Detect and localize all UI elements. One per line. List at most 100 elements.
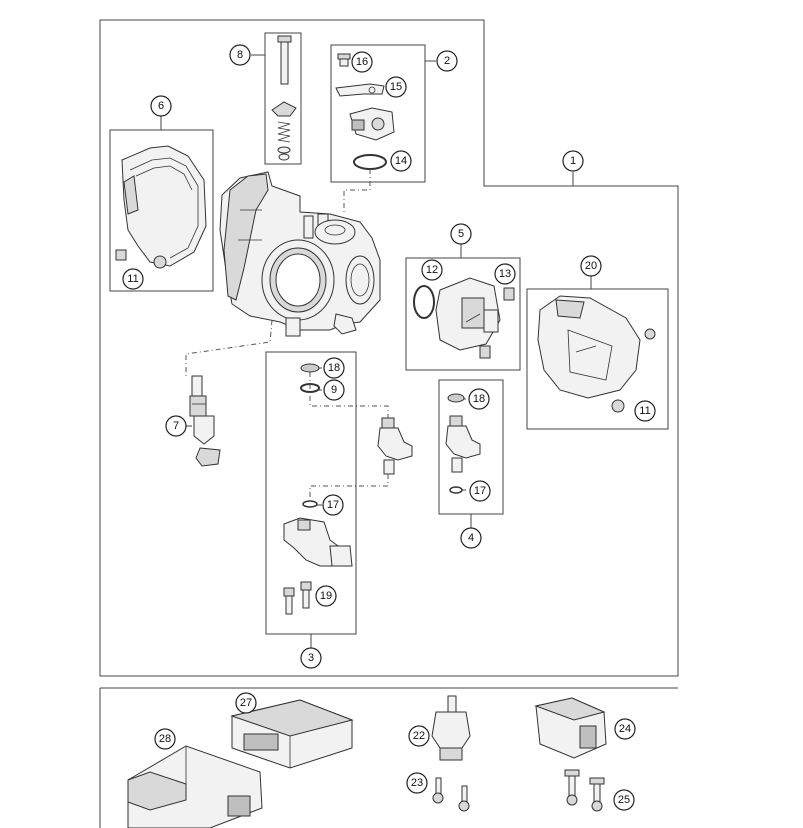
- ecu-27: [230, 699, 354, 769]
- control-unit-28: [127, 745, 263, 828]
- callout-circle: [421, 259, 443, 281]
- fuel-injector: [377, 417, 413, 475]
- callout-label: 22: [413, 730, 425, 742]
- callout-label: 11: [127, 273, 138, 285]
- callout-circle: [229, 44, 251, 66]
- callout-circle: [315, 585, 337, 607]
- callout-label: 11: [639, 405, 650, 417]
- callout-circle: [122, 268, 144, 290]
- callout-7: 7: [165, 415, 187, 437]
- callout-label: 5: [458, 228, 464, 240]
- callout-circle: [385, 76, 407, 98]
- callout-circle: [468, 388, 490, 410]
- callout-4: 4: [460, 527, 482, 549]
- assembly-frame: [99, 19, 679, 677]
- callout-23: 23: [406, 772, 428, 794]
- sensor-24: [534, 697, 607, 759]
- callout-8: 8: [229, 44, 251, 66]
- callout-label: 6: [158, 100, 164, 112]
- callout-circle: [494, 263, 516, 285]
- callout-circle: [634, 400, 656, 422]
- group-box-8: [264, 32, 302, 165]
- callout-circle: [165, 415, 187, 437]
- callout-label: 28: [159, 733, 171, 745]
- screws-25: [564, 769, 605, 812]
- callout-circle: [406, 772, 428, 794]
- callout-circle: [323, 379, 345, 401]
- group-box-5: [405, 257, 521, 371]
- callout-circle: [154, 728, 176, 750]
- callout-label: 25: [618, 794, 630, 806]
- injector-4: [445, 393, 481, 494]
- callout-19: 19: [315, 585, 337, 607]
- callout-circle: [300, 647, 322, 669]
- callout-circle: [436, 50, 458, 72]
- callout-11a: 11: [122, 268, 144, 290]
- callout-label: 7: [173, 420, 179, 432]
- callout-label: 17: [327, 499, 339, 511]
- callout-label: 3: [308, 652, 314, 664]
- callout-label: 9: [331, 384, 337, 396]
- group-box-2: [330, 44, 426, 183]
- sensor-assembly-20: [537, 295, 656, 413]
- callout-11b: 11: [634, 400, 656, 422]
- callout-circle: [322, 494, 344, 516]
- callout-27: 27: [235, 692, 257, 714]
- callout-14: 14: [390, 150, 412, 172]
- callout-22: 22: [408, 725, 430, 747]
- callout-label: 2: [444, 55, 450, 67]
- callout-label: 19: [320, 590, 332, 602]
- callout-17a: 17: [322, 494, 344, 516]
- callout-circle: [614, 718, 636, 740]
- callout-28: 28: [154, 728, 176, 750]
- injector-holder-3: [283, 363, 353, 615]
- callout-label: 17: [474, 485, 486, 497]
- callout-2: 2: [436, 50, 458, 72]
- callout-circle: [562, 150, 584, 172]
- callout-circle: [323, 357, 345, 379]
- callout-label: 14: [395, 155, 407, 167]
- callout-25: 25: [613, 789, 635, 811]
- callout-15: 15: [385, 76, 407, 98]
- callout-3: 3: [300, 647, 322, 669]
- callout-label: 12: [426, 264, 438, 276]
- throttle-position-sensor-parts: [335, 53, 395, 170]
- sensor-7: [189, 375, 221, 467]
- callout-circle: [450, 223, 472, 245]
- callout-circle: [390, 150, 412, 172]
- throttle-body: [219, 171, 381, 337]
- callout-label: 24: [619, 723, 631, 735]
- tps-sensor: [413, 277, 515, 359]
- callout-circle: [469, 480, 491, 502]
- callout-9: 9: [323, 379, 345, 401]
- callout-label: 16: [356, 56, 368, 68]
- leader-lines: [160, 54, 592, 648]
- throttle-cover: [115, 145, 207, 269]
- callout-1: 1: [562, 150, 584, 172]
- callout-label: 18: [328, 362, 340, 374]
- callout-label: 27: [240, 697, 252, 709]
- callout-17b: 17: [469, 480, 491, 502]
- callout-circle: [580, 255, 602, 277]
- callout-6: 6: [150, 95, 172, 117]
- callout-label: 8: [237, 49, 243, 61]
- callout-circle: [460, 527, 482, 549]
- callout-circle: [408, 725, 430, 747]
- sensor-22: [431, 695, 471, 761]
- callout-20: 20: [580, 255, 602, 277]
- screws-23: [432, 777, 470, 812]
- callout-circle: [150, 95, 172, 117]
- callout-13: 13: [494, 263, 516, 285]
- callout-label: 4: [468, 532, 474, 544]
- callout-label: 1: [570, 155, 576, 167]
- callout-circle: [613, 789, 635, 811]
- callout-label: 20: [585, 260, 597, 272]
- callout-24: 24: [614, 718, 636, 740]
- callout-label: 15: [390, 81, 402, 93]
- idle-screw-assembly: [271, 35, 297, 161]
- callout-16: 16: [351, 51, 373, 73]
- callout-18b: 18: [468, 388, 490, 410]
- group-box-20: [526, 288, 669, 430]
